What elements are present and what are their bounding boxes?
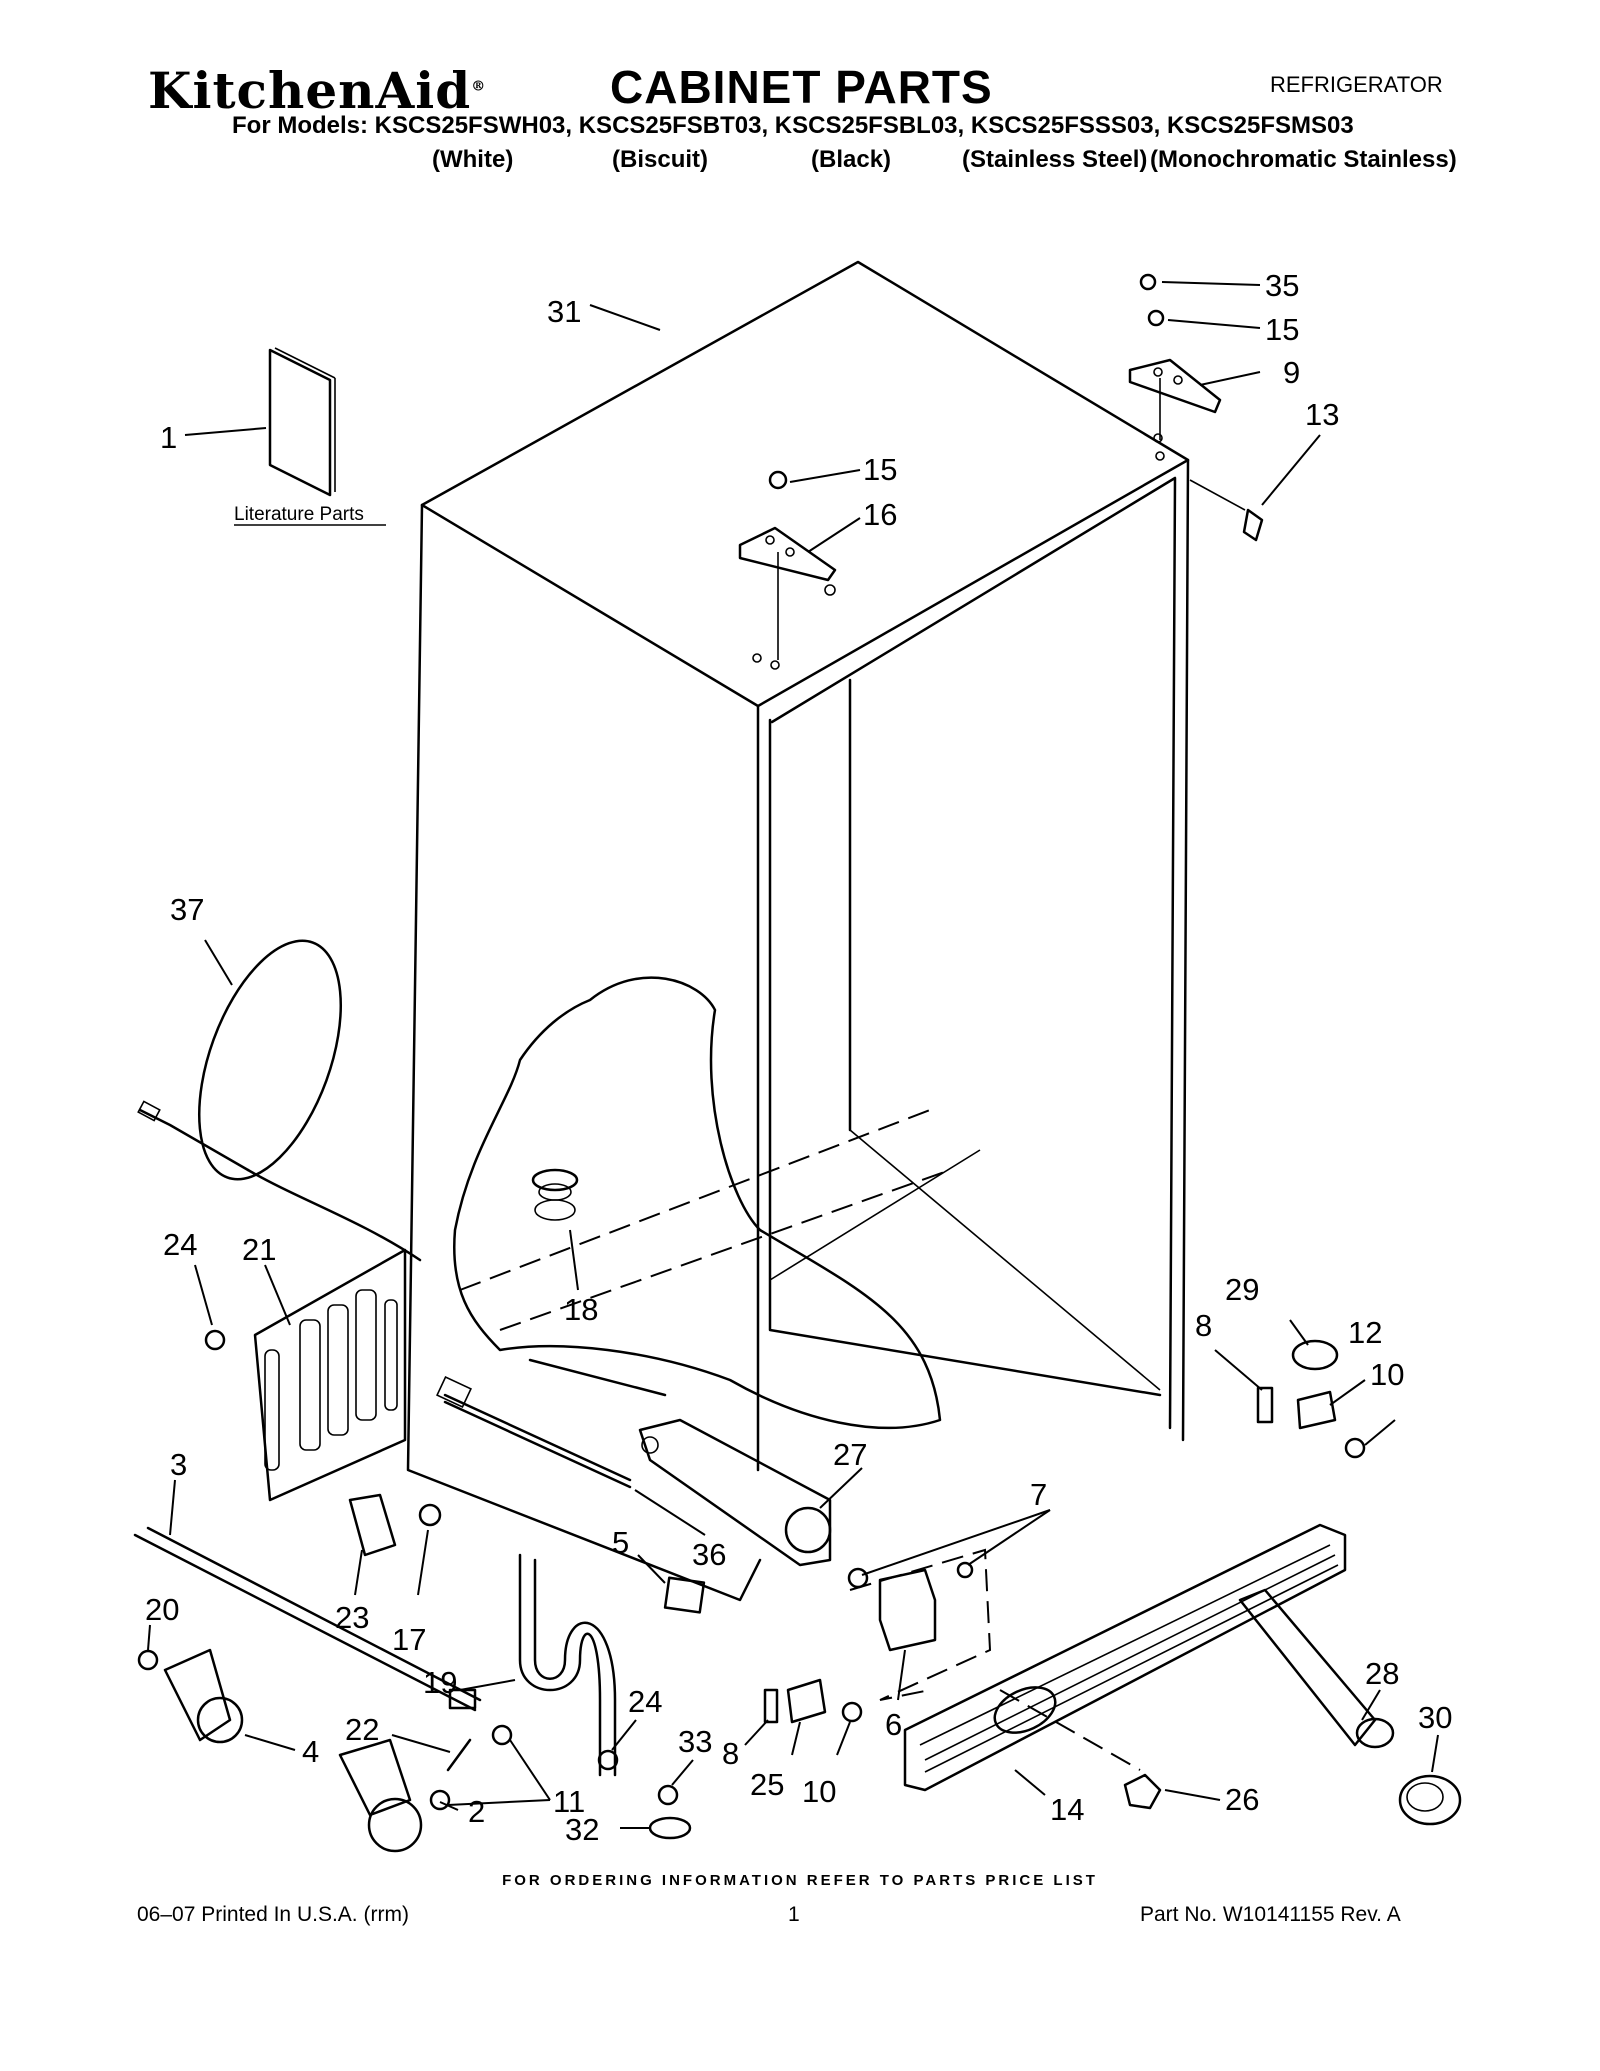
part-number: Part No. W10141155 Rev. A [1140, 1903, 1401, 1926]
callout-36: 36 [692, 1537, 726, 1572]
page-title: CABINET PARTS [610, 61, 993, 113]
appliance-category: REFRIGERATOR [1270, 72, 1443, 97]
callout-12: 12 [1348, 1315, 1382, 1350]
callout-17: 17 [392, 1622, 426, 1657]
callout-8-lower: 8 [722, 1736, 739, 1771]
rear-access-panel [253, 1248, 407, 1502]
drain-fitting [531, 1168, 579, 1221]
water-tube-coil [137, 939, 422, 1262]
color-monochromatic: (Monochromatic Stainless) [1150, 146, 1457, 173]
screw-17 [418, 1503, 442, 1527]
hinge-top-right [1128, 273, 1222, 461]
filter-cap [1398, 1774, 1462, 1826]
water-valve [638, 1418, 832, 1567]
callout-7: 7 [1030, 1477, 1047, 1512]
callout-2: 2 [468, 1794, 485, 1829]
callout-13: 13 [1305, 397, 1339, 432]
pin-22 [446, 1738, 472, 1772]
callout-22: 22 [345, 1712, 379, 1747]
callout-25: 25 [750, 1767, 784, 1802]
registered-mark: ® [471, 78, 487, 95]
callout-35: 35 [1265, 268, 1299, 303]
callout-9: 9 [1283, 355, 1300, 390]
right-roller-assembly [1256, 1339, 1366, 1459]
screws-7 [847, 1561, 974, 1589]
color-white: (White) [432, 146, 514, 173]
callout-32: 32 [565, 1812, 599, 1847]
callout-4: 4 [302, 1734, 319, 1769]
callout-15-center: 15 [863, 452, 897, 487]
callout-33: 33 [678, 1724, 712, 1759]
toe-grille [903, 1523, 1347, 1792]
screw-11 [491, 1724, 513, 1746]
front-left-roller [137, 1648, 244, 1744]
leader-lines [147, 281, 1439, 1829]
bracket-6 [878, 1568, 937, 1652]
screw-10-lower [841, 1701, 863, 1723]
callout-3: 3 [170, 1447, 187, 1482]
callout-21: 21 [242, 1232, 276, 1267]
rod-upper [528, 1358, 667, 1397]
callout-28: 28 [1365, 1656, 1399, 1691]
leveler-base-32 [648, 1816, 692, 1840]
screw-24-upper [204, 1329, 226, 1351]
hinge-center [738, 470, 837, 670]
callout-19: 19 [423, 1665, 457, 1700]
callout-16: 16 [863, 497, 897, 532]
callout-15-top: 15 [1265, 312, 1299, 347]
models-line: For Models: KSCS25FSWH03, KSCS25FSBT03, … [232, 112, 1354, 139]
callout-37: 37 [170, 892, 204, 927]
bracket-8-lower [763, 1688, 779, 1724]
water-filter [1238, 1588, 1395, 1749]
brand-logo: KitchenAid® [148, 66, 486, 116]
leveling-rod [133, 1526, 482, 1712]
callout-8-upper: 8 [1195, 1308, 1212, 1343]
bracket-23 [348, 1493, 397, 1557]
callout-labels: 35 15 9 13 31 1 15 16 37 24 21 18 29 8 1… [145, 268, 1452, 1847]
callout-23: 23 [335, 1600, 369, 1635]
literature-booklet [268, 347, 336, 497]
callout-10-lower: 10 [802, 1774, 836, 1809]
part-13-clip [1242, 508, 1264, 542]
leveler-33 [657, 1784, 679, 1806]
callout-24-lower: 24 [628, 1684, 662, 1719]
ordering-note: FOR ORDERING INFORMATION REFER TO PARTS … [502, 1872, 1098, 1889]
callout-27: 27 [833, 1437, 867, 1472]
part-5-block [663, 1576, 706, 1614]
callout-10-upper: 10 [1370, 1357, 1404, 1392]
callout-26: 26 [1225, 1782, 1259, 1817]
front-right-roller [338, 1738, 451, 1853]
print-info: 06–07 Printed In U.S.A. (rrm) [137, 1903, 409, 1926]
part-25-hinge [786, 1678, 827, 1724]
callout-6: 6 [885, 1707, 902, 1742]
screw-24-lower [597, 1749, 619, 1771]
callout-29: 29 [1225, 1272, 1259, 1307]
callout-20: 20 [145, 1592, 179, 1627]
part-26-clip [1123, 1773, 1162, 1810]
color-black: (Black) [811, 146, 892, 173]
callout-18: 18 [564, 1292, 598, 1327]
callout-30: 30 [1418, 1700, 1452, 1735]
callout-31: 31 [547, 294, 581, 329]
callout-14: 14 [1050, 1792, 1084, 1827]
literature-parts-label: Literature Parts [234, 504, 364, 525]
page-number: 1 [788, 1903, 800, 1926]
color-stainless: (Stainless Steel) [962, 146, 1148, 173]
callout-24-upper: 24 [163, 1227, 197, 1262]
cabinet-shell [406, 260, 1190, 1602]
callout-1: 1 [160, 420, 177, 455]
color-biscuit: (Biscuit) [612, 146, 708, 173]
callout-5: 5 [612, 1525, 629, 1560]
brand-name: KitchenAid [148, 61, 472, 120]
drain-tube [518, 1553, 602, 1777]
tube-36 [436, 1375, 632, 1489]
callout-11: 11 [553, 1784, 585, 1819]
liner-cutaway [453, 976, 951, 1430]
